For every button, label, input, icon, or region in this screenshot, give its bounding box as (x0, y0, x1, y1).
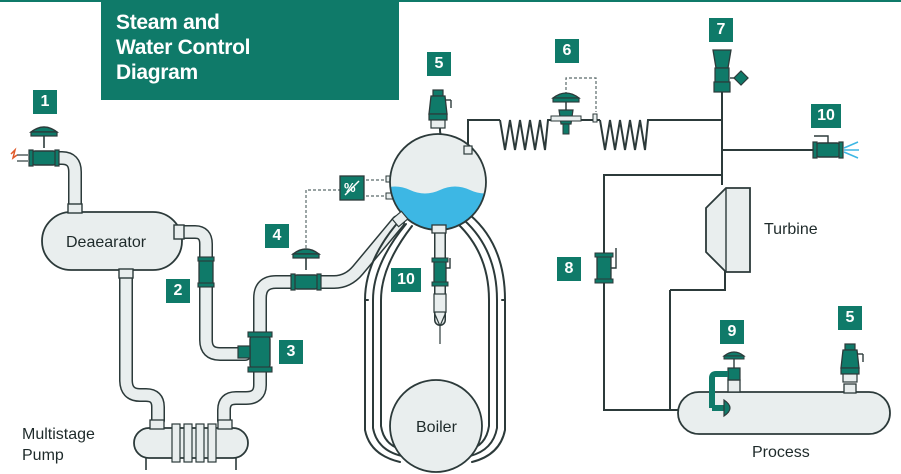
badge-7: 7 (709, 18, 733, 42)
top-border-line (0, 0, 901, 2)
multistage-pump[interactable] (133, 419, 249, 470)
control-valve-6[interactable] (550, 92, 598, 135)
control-valve-4[interactable] (290, 248, 322, 291)
control-valve-7[interactable] (712, 49, 749, 93)
steam-drum (389, 133, 487, 234)
controller-symbol: % (344, 180, 356, 195)
badge-4: 4 (265, 224, 289, 248)
relief-valve-5-process[interactable] (840, 343, 864, 383)
vent-valve-10[interactable] (812, 135, 859, 159)
badge-8: 8 (557, 257, 581, 281)
pipe-network (48, 151, 506, 463)
boiler-label: Boiler (416, 419, 457, 436)
turbine (705, 187, 751, 273)
deaerator-tank (41, 203, 185, 279)
turbine-label: Turbine (764, 221, 818, 238)
feed-pump-3[interactable] (237, 331, 273, 373)
title-line-3: Diagram (116, 61, 198, 84)
process-vessel (677, 379, 891, 435)
pump-label-line-1: Multistage (22, 426, 95, 443)
badge-5-drum: 5 (427, 52, 451, 76)
badge-10-vent: 10 (811, 104, 841, 128)
pump-label-line-2: Pump (22, 447, 64, 464)
boiler (389, 379, 483, 473)
deaerator-label: Deaearator (66, 234, 147, 251)
badge-1: 1 (33, 90, 57, 114)
badge-10-blowdown: 10 (391, 268, 421, 292)
relief-valve-5-drum[interactable] (428, 89, 452, 129)
title-panel: Steam and Water Control Diagram (101, 2, 399, 100)
process-label: Process (752, 444, 810, 461)
badge-9: 9 (720, 320, 744, 344)
flow-meter-2[interactable] (197, 256, 215, 288)
blowdown-valve-10[interactable] (431, 257, 451, 344)
control-valve-1[interactable] (10, 126, 60, 167)
title-line-2: Water Control (116, 36, 251, 59)
badge-3: 3 (279, 340, 303, 364)
badge-2: 2 (166, 279, 190, 303)
control-valve-8[interactable] (594, 248, 617, 284)
control-valve-9[interactable] (709, 351, 746, 418)
badge-5-process: 5 (838, 306, 862, 330)
badge-6: 6 (555, 39, 579, 63)
title-line-1: Steam and (116, 11, 220, 34)
